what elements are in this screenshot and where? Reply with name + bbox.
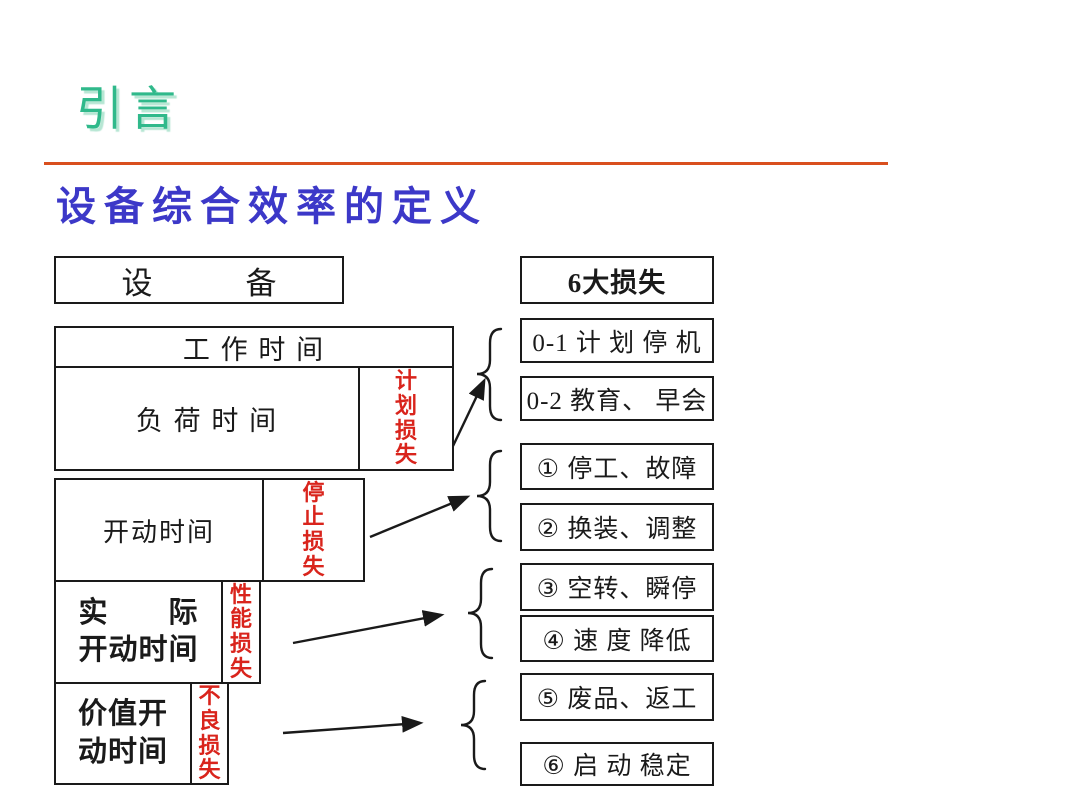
arrow-stop-loss [369,495,471,539]
loss-item-label: ③ 空转、瞬停 [536,576,698,603]
loss-item-label: ⑤ 废品、返工 [536,686,698,713]
run-time-cell: 开动时间 [56,480,264,580]
loss-item-box-4: ④ 速 度 降低 [520,615,714,662]
loss-item-box-1: ① 停工、故障 [520,443,714,490]
arrow-quality-loss [282,715,424,735]
loss-item-label: ④ 速 度 降低 [542,627,692,655]
quality-loss-cell: 不良损失 [192,683,227,783]
run-time-box: 开动时间 停止损失 [54,478,365,582]
work-time-label: 工 作 时 间 [182,334,326,365]
load-time-label: 负 荷 时 间 [135,406,279,436]
loss-item-label: ⑥ 启 动 稳定 [542,753,692,780]
brace-stop-loss [476,449,503,543]
loss-item-box-0-1: 0-1 计 划 停 机 [520,318,714,363]
equipment-label: 设 备 [121,265,277,301]
page-subtitle: 设备综合效率的定义 [56,184,488,229]
page-title: 引言 [76,84,182,136]
value-run-time-box: 价值开 动时间 不良损失 [54,682,229,785]
quality-loss-label: 不良损失 [198,683,221,783]
loss-item-box-6: ⑥ 启 动 稳定 [520,742,714,786]
value-run-time-label: 价值开 动时间 [77,698,168,768]
arrow-planned-loss [451,377,486,447]
loss-item-box-3: ③ 空转、瞬停 [520,563,714,611]
stop-loss-label: 停止损失 [302,479,325,579]
loss-item-label: ① 停工、故障 [536,455,698,483]
brace-quality-loss [460,679,487,771]
loss-item-label: ② 换装、调整 [536,516,698,543]
loss-item-label: 0-1 计 划 停 机 [532,329,702,357]
work-time-cell: 工 作 时 间 [56,328,452,368]
loss-item-box-0-2: 0-2 教育、 早会 [520,376,714,421]
planned-loss-cell: 计划损失 [360,368,452,469]
value-run-time-cell: 价值开 动时间 [56,684,192,783]
brace-performance-loss [467,567,494,660]
loss-item-label: 0-2 教育、 早会 [526,387,708,415]
six-losses-header-box: 6大损失 [520,256,714,304]
performance-loss-cell: 性能损失 [223,582,259,682]
performance-loss-label: 性能损失 [229,581,252,681]
six-losses-header-label: 6大损失 [567,267,667,298]
load-time-cell: 负 荷 时 间 [56,368,360,469]
brace-planned-loss [476,327,503,422]
stop-loss-cell: 停止损失 [264,480,363,580]
actual-run-time-box: 实 际 开动时间 性能损失 [54,580,261,684]
title-underline [44,162,888,165]
actual-run-time-cell: 实 际 开动时间 [56,582,223,682]
arrow-performance-loss [292,610,445,645]
planned-loss-label: 计划损失 [394,368,417,468]
loss-item-box-2: ② 换装、调整 [520,503,714,551]
run-time-label: 开动时间 [102,517,215,547]
loss-item-box-5: ⑤ 废品、返工 [520,673,714,721]
work-load-time-box: 工 作 时 间 负 荷 时 间 计划损失 [54,326,454,471]
actual-run-time-label: 实 际 开动时间 [78,596,199,666]
equipment-box: 设 备 [54,256,344,304]
